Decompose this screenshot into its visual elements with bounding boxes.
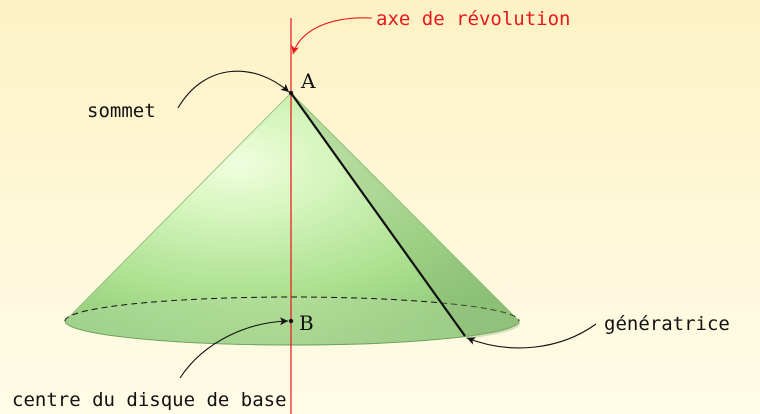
apex-point (288, 90, 294, 96)
apex-arrow (177, 70, 290, 109)
center-point-label: B (299, 311, 314, 335)
center-arrow (179, 317, 289, 379)
generatrix-arrow (466, 323, 597, 349)
center-label: centre du disque de base (12, 389, 287, 411)
generatrix-line (290, 92, 466, 337)
apex-label: sommet (87, 100, 156, 122)
axis-label: axe de révolution (376, 8, 570, 30)
axis-arrow (291, 17, 373, 55)
center-point (288, 318, 294, 324)
apex-point-label: A (300, 69, 316, 93)
cone-shadow-side (291, 93, 521, 339)
generatrix-label: génératrice (604, 313, 730, 335)
base-ellipse-hidden-edge (64, 296, 520, 322)
base-ellipse-front-edge (64, 320, 520, 346)
